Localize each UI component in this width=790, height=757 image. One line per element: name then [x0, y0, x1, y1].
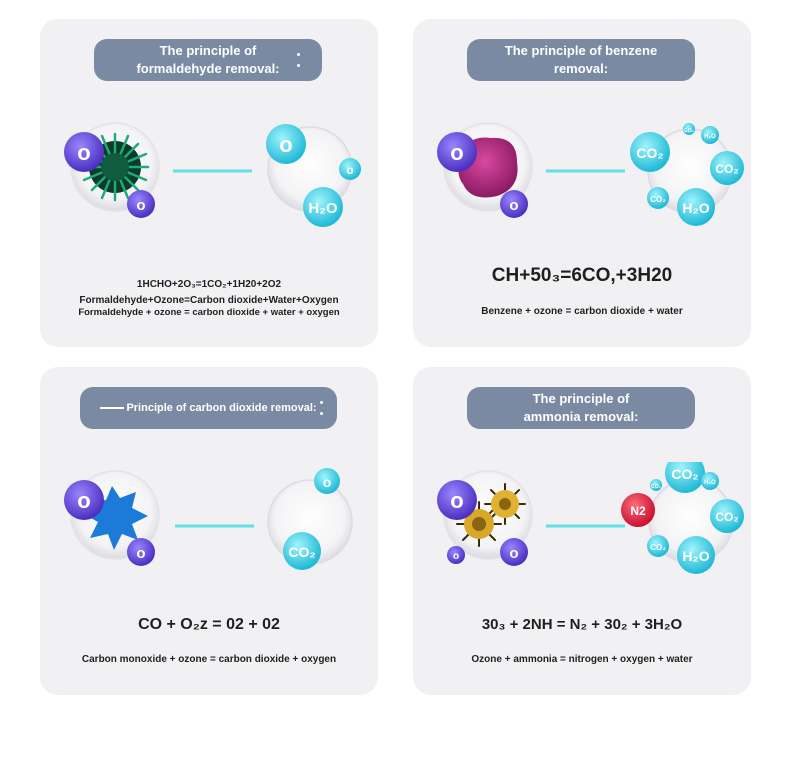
carbon-dioxide-molecule-icon: CO₂	[683, 123, 695, 135]
equation-words: Carbon monoxide + ozone = carbon dioxide…	[81, 654, 337, 665]
carbon-monoxide-card: Principle of carbon dioxide removal: o o	[40, 367, 378, 695]
ammonia-card: The principle of ammonia removal:	[413, 367, 751, 695]
ozone-atom-icon: o	[500, 190, 528, 218]
svg-text:CO₂: CO₂	[650, 195, 666, 204]
svg-text:o: o	[323, 474, 332, 490]
card-title: Principle of carbon dioxide removal:	[80, 387, 337, 429]
svg-text:CO₂: CO₂	[671, 466, 698, 482]
card-title-text: Principle of carbon dioxide removal:	[126, 402, 317, 414]
ozone-atom-icon: o	[447, 546, 465, 564]
ozone-atom-icon: o	[500, 538, 528, 566]
card-title: The principle of benzene removal:	[467, 39, 695, 81]
ozone-atom-icon: o	[127, 190, 155, 218]
dash-decoration	[100, 407, 125, 409]
svg-text:o: o	[346, 163, 353, 177]
svg-text:o: o	[279, 132, 292, 157]
water-molecule-icon: H₂O	[701, 126, 719, 144]
formaldehyde-virus-icon	[80, 132, 150, 202]
svg-text:o: o	[136, 197, 145, 214]
svg-text:o: o	[509, 197, 518, 214]
svg-text:CO₂: CO₂	[636, 145, 663, 161]
reaction-diagram: o o o CO₂	[40, 462, 378, 592]
benzene-card: The principle of benzene removal: o o CO₂	[413, 19, 751, 347]
carbon-dioxide-molecule-icon: CO₂	[647, 535, 669, 557]
equation-formula: CH+50₃=6CO,+3H20	[491, 265, 673, 286]
equation-formula: CO + O₂z = 02 + 02	[138, 616, 280, 633]
oxygen-molecule-icon: o	[266, 124, 306, 164]
svg-text:H₂O: H₂O	[682, 200, 709, 216]
svg-text:o: o	[77, 488, 90, 513]
card-title-line1: The principle of benzene	[504, 43, 658, 58]
ozone-atom-icon: o	[127, 538, 155, 566]
svg-text:CO₂: CO₂	[288, 544, 315, 560]
nitrogen-molecule-icon: N2	[621, 493, 655, 527]
equation-formula: 1HCHO+2O₃=1CO₂+1H20+2O2	[136, 279, 282, 290]
carbon-dioxide-molecule-icon: CO₂	[630, 132, 670, 172]
ozone-atom-icon: o	[64, 132, 104, 172]
reaction-diagram: o o o N2 CO₂ CO	[413, 462, 751, 592]
svg-text:CO₂: CO₂	[651, 484, 661, 490]
carbon-dioxide-molecule-icon: CO₂	[647, 187, 669, 209]
equation-words: Benzene + ozone = carbon dioxide + water	[481, 306, 683, 317]
svg-text:o: o	[450, 488, 463, 513]
colon-dots-icon	[320, 401, 323, 415]
ozone-atom-icon: o	[437, 480, 477, 520]
svg-text:CO₂: CO₂	[715, 510, 738, 524]
card-title-line2: formaldehyde removal:	[136, 61, 280, 76]
equation-words: Formaldehyde+Ozone=Carbon dioxide+Water+…	[79, 295, 339, 306]
svg-text:CO₂: CO₂	[684, 128, 694, 134]
svg-text:o: o	[453, 551, 459, 562]
carbon-dioxide-molecule-icon: CO₂	[283, 532, 321, 570]
svg-text:o: o	[509, 545, 518, 562]
water-molecule-icon: H₂O	[303, 187, 343, 227]
svg-text:o: o	[450, 140, 463, 165]
svg-text:CO₂: CO₂	[715, 162, 738, 176]
equation-formula: 30₃ + 2NH = N₂ + 30₂ + 3H₂O	[481, 616, 683, 633]
water-molecule-icon: H₂O	[677, 536, 715, 574]
card-title-line2: removal:	[553, 61, 609, 76]
card-title: The principle of formaldehyde removal:	[94, 39, 322, 81]
reaction-diagram: o o o o H₂O	[40, 114, 378, 244]
card-title: The principle of ammonia removal:	[467, 387, 695, 429]
carbon-dioxide-molecule-icon: CO₂	[665, 462, 705, 493]
water-molecule-icon: H₂O	[677, 188, 715, 226]
reaction-diagram: o o CO₂ CO₂ H₂O	[413, 114, 751, 244]
svg-text:o: o	[136, 545, 145, 562]
svg-text:H₂O: H₂O	[704, 480, 716, 486]
ammonia-spores-icon	[456, 483, 526, 547]
carbon-dioxide-molecule-icon: CO₂	[710, 151, 744, 185]
formaldehyde-card: The principle of formaldehyde removal:	[40, 19, 378, 347]
card-title-line1: The principle of	[532, 391, 630, 406]
equation-words-lower: Formaldehyde + ozone = carbon dioxide + …	[78, 307, 340, 318]
equation-words: Ozone + ammonia = nitrogen + oxygen + wa…	[471, 654, 693, 665]
svg-text:o: o	[77, 140, 90, 165]
svg-text:N2: N2	[630, 504, 646, 518]
water-molecule-icon: H₂O	[701, 472, 719, 490]
oxygen-molecule-icon: o	[314, 468, 340, 494]
oxygen-molecule-icon: o	[339, 158, 361, 180]
ozone-atom-icon: o	[64, 480, 104, 520]
carbon-dioxide-molecule-icon: CO₂	[650, 479, 662, 491]
carbon-dioxide-molecule-icon: CO₂	[710, 499, 744, 533]
svg-text:H₂O: H₂O	[704, 134, 716, 140]
card-title-line2: ammonia removal:	[523, 409, 639, 424]
colon-dots-icon	[297, 53, 300, 67]
svg-text:H₂O: H₂O	[682, 548, 709, 564]
ozone-atom-icon: o	[437, 132, 477, 172]
svg-text:H₂O: H₂O	[308, 200, 337, 217]
svg-text:CO₂: CO₂	[650, 543, 666, 552]
card-title-line1: The principle of	[159, 43, 257, 58]
